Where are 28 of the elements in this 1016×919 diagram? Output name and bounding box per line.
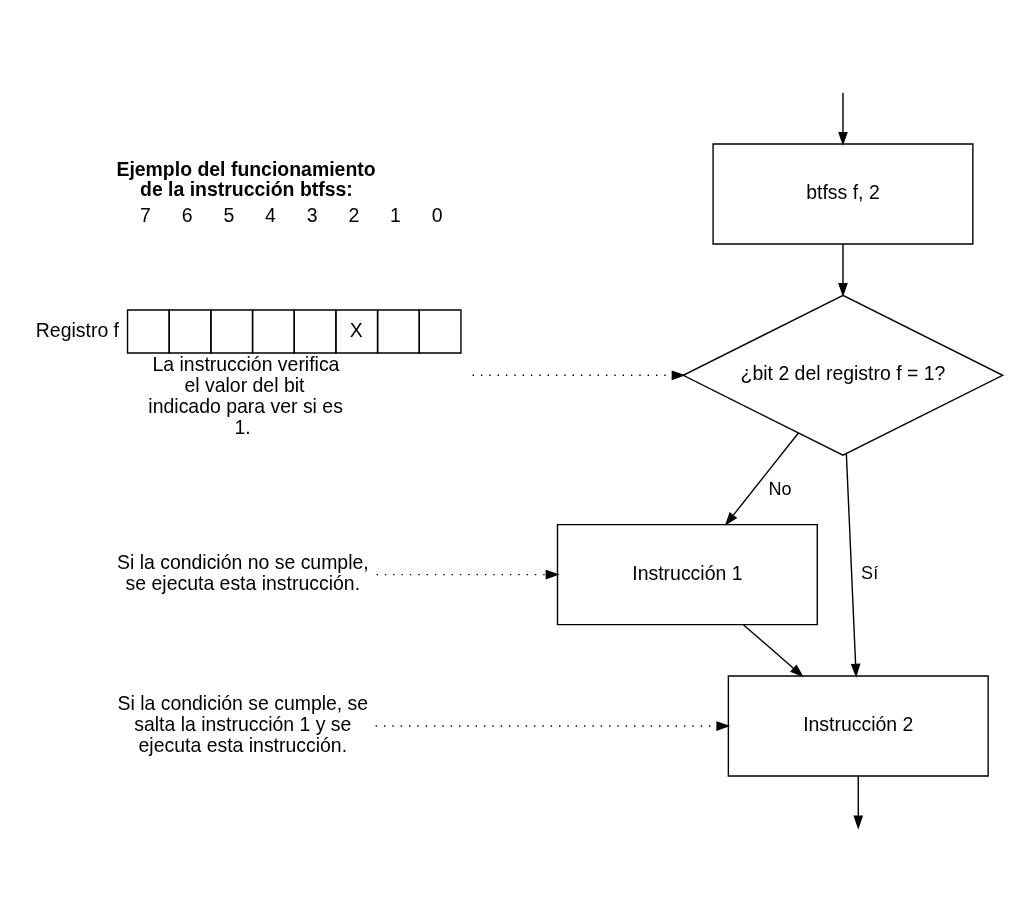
node-box: Instrucción 1	[556, 523, 818, 625]
arrow	[838, 242, 848, 297]
node-box: Instrucción 2	[727, 674, 989, 777]
arrow	[838, 91, 848, 146]
label: 7	[140, 203, 151, 226]
node-text: Si la condición se cumple, se salta la instrucción 1 y se ejecuta esta instrucción.	[117, 691, 369, 756]
arrow	[853, 775, 864, 829]
node-label: La instrucción verifica el valor del bit indicado para ver si es 1.	[148, 352, 343, 438]
arrow	[724, 431, 800, 526]
node-diamond: ¿bit 2 del registro f = 1?	[681, 294, 1005, 456]
label: 3	[306, 203, 318, 226]
node-box: btfss f, 2	[712, 142, 974, 245]
label: 5	[223, 203, 235, 226]
arrow	[374, 720, 731, 731]
arrow	[375, 569, 560, 579]
label: 6	[181, 203, 193, 226]
node-text: Si la condición no se cumple, se ejecuta esta instrucción.	[116, 550, 369, 594]
arrow	[742, 623, 804, 677]
arrow	[845, 452, 861, 678]
label: 0	[431, 203, 443, 226]
label: 1	[390, 203, 401, 226]
label: 2	[348, 203, 360, 226]
arrow	[471, 369, 686, 380]
node-label: Registro f	[35, 318, 120, 341]
label: Ejemplo del funcionamiento de la instrucción btfss:	[116, 157, 376, 200]
edge-label: Sí	[861, 562, 879, 583]
edge-label: No	[768, 478, 792, 499]
label: 4	[265, 203, 276, 226]
